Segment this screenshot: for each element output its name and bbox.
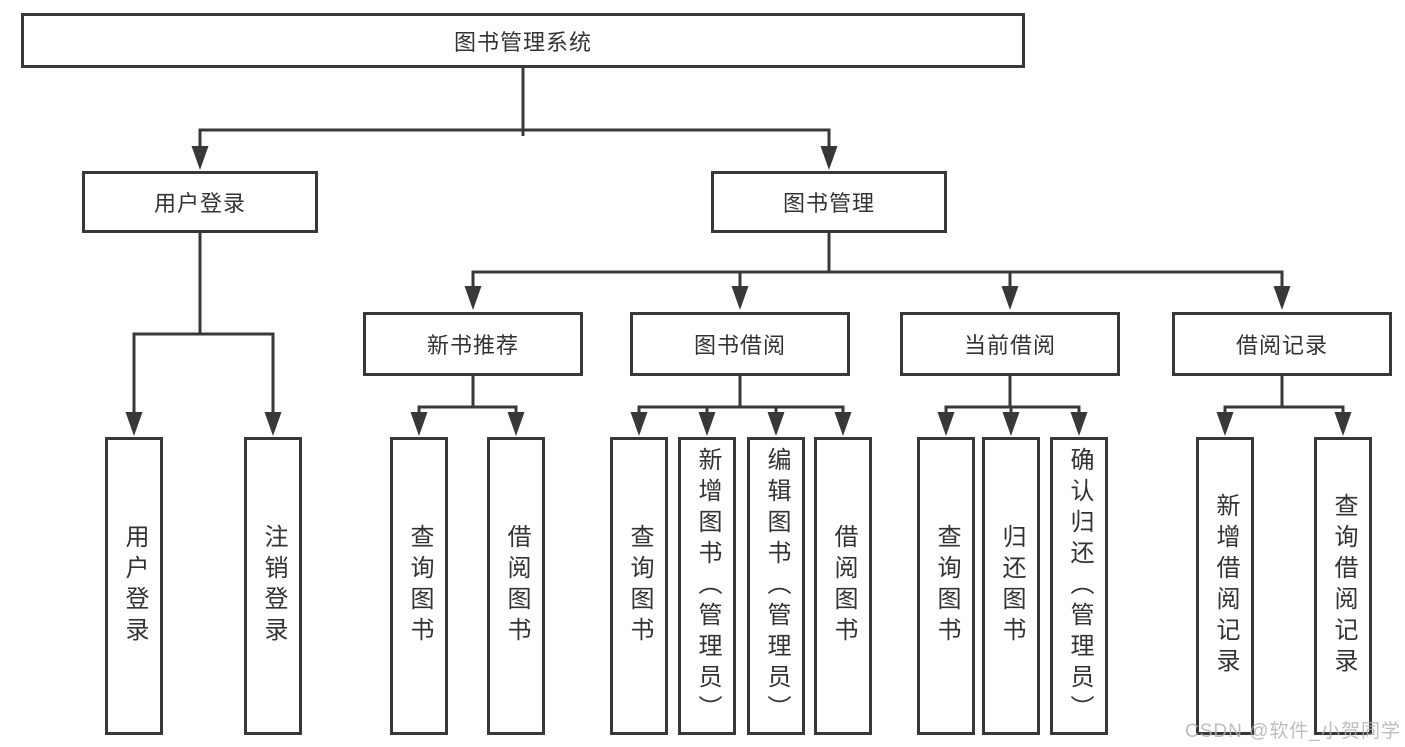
- leaf-confirm-return-admin: 确认归还（管理员）: [1050, 437, 1108, 735]
- leaf-add-borrow-record: 新增借阅记录: [1196, 437, 1254, 735]
- node-borrowing-records: 借阅记录: [1172, 312, 1392, 376]
- watermark: CSDN @软件_小贺同学: [1185, 721, 1401, 742]
- leaf-add-books-admin: 新增图书（管理员）: [678, 437, 736, 735]
- node-book-borrowing: 图书借阅: [630, 312, 850, 376]
- leaf-logout: 注销登录: [244, 437, 302, 735]
- node-root-library-system: 图书管理系统: [21, 13, 1025, 68]
- node-user-login-branch: 用户登录: [82, 171, 318, 233]
- leaf-return-books: 归还图书: [982, 437, 1040, 735]
- leaf-query-books-recommend: 查询图书: [390, 437, 448, 735]
- leaf-borrow-books: 借阅图书: [814, 437, 872, 735]
- leaf-query-books-current: 查询图书: [917, 437, 975, 735]
- leaf-user-login: 用户登录: [105, 437, 163, 735]
- node-current-borrowing: 当前借阅: [900, 312, 1120, 376]
- node-new-book-recommend: 新书推荐: [363, 312, 583, 376]
- node-book-management-branch: 图书管理: [711, 171, 947, 233]
- leaf-borrow-books-recommend: 借阅图书: [487, 437, 545, 735]
- leaf-query-borrow-record: 查询借阅记录: [1314, 437, 1372, 735]
- arrowheads: [125, 146, 1352, 436]
- leaf-edit-books-admin: 编辑图书（管理员）: [747, 437, 805, 735]
- leaf-query-books-borrowing: 查询图书: [610, 437, 668, 735]
